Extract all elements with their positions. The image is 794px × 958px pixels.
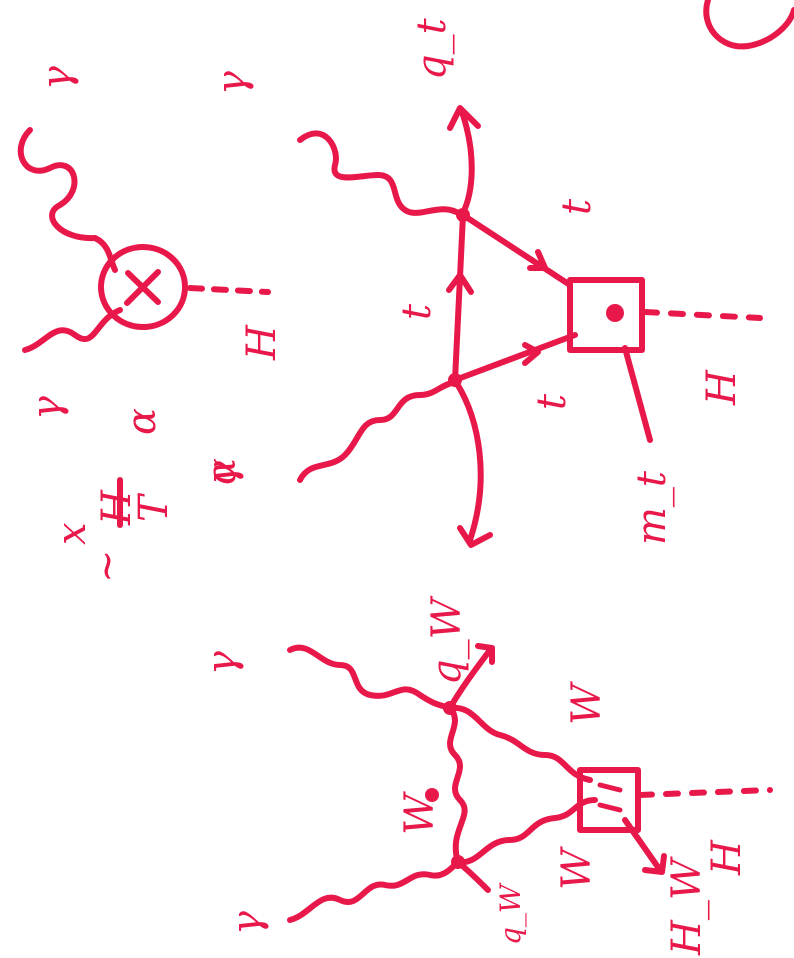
red-ink-layer: γ γ H α α x ~ H T γ γ q_t t t t H m_t xyxy=(21,0,794,956)
higgs-dashed-line xyxy=(190,288,268,292)
w-coupling-arrow-lower xyxy=(458,862,488,890)
photon-label-top-left: γ xyxy=(34,66,80,90)
propagator-label-t-left: t xyxy=(394,303,440,320)
higgs-label-effective: H xyxy=(239,324,285,361)
coupling-label-w-lower: q_W xyxy=(494,882,527,945)
frac-bottom-label: T xyxy=(131,492,177,522)
w-insertion-inner xyxy=(600,785,620,810)
propagator-label-w-lower: W xyxy=(554,846,600,890)
coupling-arrow-lower xyxy=(456,382,490,545)
photon-label-top-loop-lower: γ xyxy=(199,461,245,485)
coupling-arrow-upper xyxy=(450,108,478,215)
partial-circle-stroke xyxy=(706,0,794,46)
photon-line-lower-right xyxy=(300,382,455,480)
alpha-label: α xyxy=(119,408,165,435)
mass-insertion-box xyxy=(570,280,642,350)
photon-label-w-lower: γ xyxy=(224,911,270,935)
photon-line-w-lower xyxy=(290,862,458,920)
photon-line-bottom xyxy=(25,310,120,350)
w-insertion-label: H_W xyxy=(664,856,710,956)
photon-line-upper-right xyxy=(300,133,462,215)
w-insertion-pointer xyxy=(625,820,664,872)
propagator-label-t-lower: t xyxy=(529,393,575,410)
propagator-label-t-upper: t xyxy=(554,198,600,215)
coupling-label-top-upper: q_t xyxy=(409,17,455,80)
photon-line-top xyxy=(21,130,115,270)
top-propagator-left xyxy=(455,215,463,380)
top-propagator-upper xyxy=(463,215,570,285)
coupling-label-w-upper: q_W xyxy=(424,595,470,685)
photon-label-w-upper: γ xyxy=(199,651,245,675)
mass-insertion-pointer xyxy=(625,348,650,440)
propagator-label-w-upper: W xyxy=(564,681,610,725)
x-prefix-label: x xyxy=(49,522,95,545)
top-propagator-lower xyxy=(455,335,575,380)
photon-label-top-loop-upper: γ xyxy=(209,71,255,95)
photon-label-bottom-left: γ xyxy=(24,396,70,420)
higgs-dashed-line-w xyxy=(640,790,770,795)
mass-insertion-dot xyxy=(606,304,624,322)
w-propagator-left xyxy=(450,708,465,862)
x-tilde-label: ~ xyxy=(84,549,130,583)
propagator-label-w-left: W xyxy=(397,791,443,835)
higgs-dashed-line-top xyxy=(645,312,760,318)
mass-insertion-label: m_t xyxy=(629,470,675,545)
higgs-label-top-loop: H xyxy=(699,369,745,406)
higgs-label-w-loop: H xyxy=(704,839,750,876)
